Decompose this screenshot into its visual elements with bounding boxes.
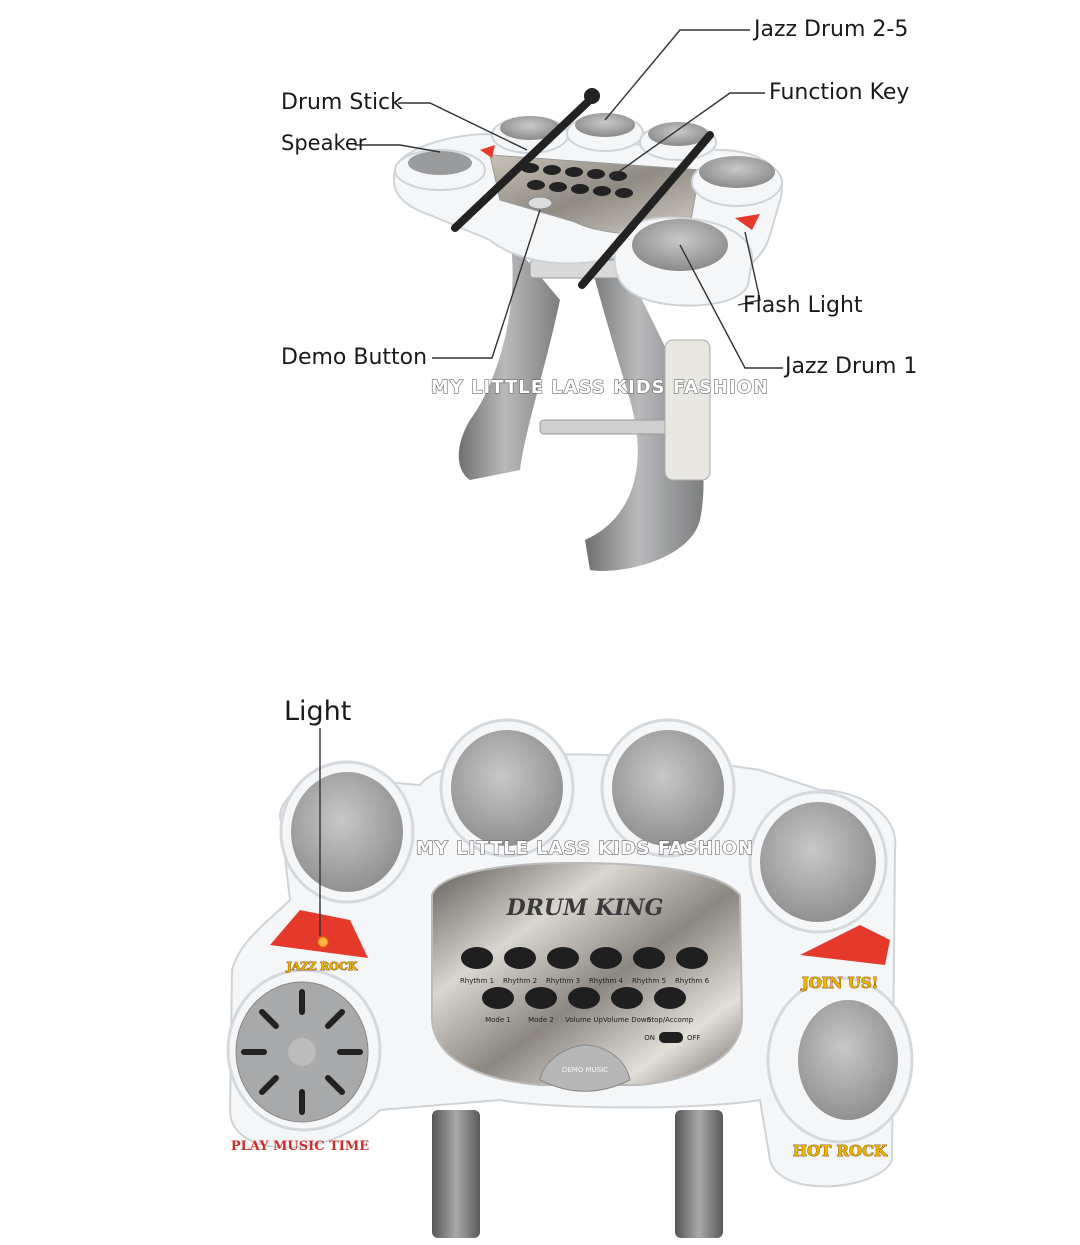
rhythm-label: Rhythm 2 [503,977,537,985]
right-light-housing [800,925,890,965]
volume-up-button[interactable] [568,987,600,1009]
rhythm-button-2[interactable] [504,947,536,969]
speaker-light [480,145,495,158]
callout-speaker: Speaker [281,131,367,155]
switch-off-label: OFF [687,1034,701,1042]
pad-far-right [748,790,888,934]
rhythm-labels: Rhythm 1 Rhythm 2 Rhythm 3 Rhythm 4 Rhyt… [460,977,710,985]
jazz-drum-1 [613,216,754,307]
demo-button[interactable]: DEMO MUSIC [539,1044,631,1092]
drum-pads [279,718,914,1144]
demo-button-shape [527,196,553,210]
left-light-housing [270,910,368,958]
mode-label: Volume Up [565,1016,603,1024]
mode-button-2[interactable] [525,987,557,1009]
mode-label: Mode 2 [528,1016,554,1024]
top-diagram: MY LITTLE LASS KIDS FASHION Jazz Drum 2-… [281,17,918,571]
stop-accomp-button[interactable] [654,987,686,1009]
demo-label: DEMO MUSIC [562,1066,608,1074]
rhythm-label: Rhythm 5 [632,977,666,985]
stand [458,240,711,571]
mode-label: Mode 1 [485,1016,511,1024]
rhythm-label: Rhythm 4 [589,977,624,985]
callout-jazz-drum-2-5: Jazz Drum 2-5 [754,17,909,42]
bottom-diagram: JAZZ ROCK PLAY MUSIC TIME JOIN US! HOT R… [0,640,1080,1245]
rhythm-label: Rhythm 1 [460,977,494,985]
callout-light: Light [284,696,352,727]
callout-jazz-drum-1: Jazz Drum 1 [785,354,918,379]
pad-inner-right [600,718,736,858]
callout-drum-stick: Drum Stick [281,90,403,115]
pad-far-left [279,760,415,904]
mode-buttons [482,987,686,1009]
panel-logo: DRUM KING [506,895,664,921]
callout-demo-button: Demo Button [281,345,428,370]
power-switch[interactable]: ON OFF [644,1032,701,1043]
function-keys [521,163,633,210]
speaker-badge: JAZZ ROCK [286,960,358,973]
watermark-bottom: MY LITTLE LASS KIDS FASHION [416,838,754,859]
rhythm-button-1[interactable] [461,947,493,969]
right-badge-bottom: HOT ROCK [793,1142,888,1160]
watermark-top: MY LITTLE LASS KIDS FASHION [431,377,769,398]
right-badge-top: JOIN US! [800,974,879,992]
speaker-rim-text: PLAY MUSIC TIME [231,1139,369,1154]
pad-bottom-right [766,976,914,1144]
stand-legs [432,1110,723,1238]
light-led [317,936,329,948]
mode-button-1[interactable] [482,987,514,1009]
jazz-drum-5 [691,156,783,207]
drum-sticks [451,88,714,289]
sticker-label [664,339,711,481]
pad-inner-left [439,718,575,858]
callout-function-key: Function Key [769,80,910,105]
mode-label: Volume Down [603,1016,651,1024]
rhythm-button-5[interactable] [633,947,665,969]
leader-lines [355,29,783,369]
drum-pads [491,113,783,307]
rhythm-buttons [461,947,708,969]
control-panel: DRUM KING Rhythm 1 Rhythm 2 Rhythm 3 Rhy… [431,861,744,1092]
jazz-drum-3 [566,113,644,152]
switch-on-label: ON [644,1034,655,1042]
speaker [394,145,495,191]
speaker [226,968,382,1132]
rhythm-button-4[interactable] [590,947,622,969]
drum-set-top-view-illustration: JAZZ ROCK PLAY MUSIC TIME JOIN US! HOT R… [226,718,914,1238]
rhythm-label: Rhythm 6 [675,977,710,985]
volume-down-button[interactable] [611,987,643,1009]
flash-light [735,214,760,230]
callout-flash-light: Flash Light [743,293,863,318]
rhythm-button-6[interactable] [676,947,708,969]
mode-labels: Mode 1 Mode 2 Volume Up Volume Down Stop… [485,1016,694,1024]
rhythm-label: Rhythm 3 [546,977,580,985]
drum-set-angled-illustration: MY LITTLE LASS KIDS FASHION [355,29,783,571]
rhythm-button-3[interactable] [547,947,579,969]
mode-label: Stop/Accomp [647,1016,694,1024]
